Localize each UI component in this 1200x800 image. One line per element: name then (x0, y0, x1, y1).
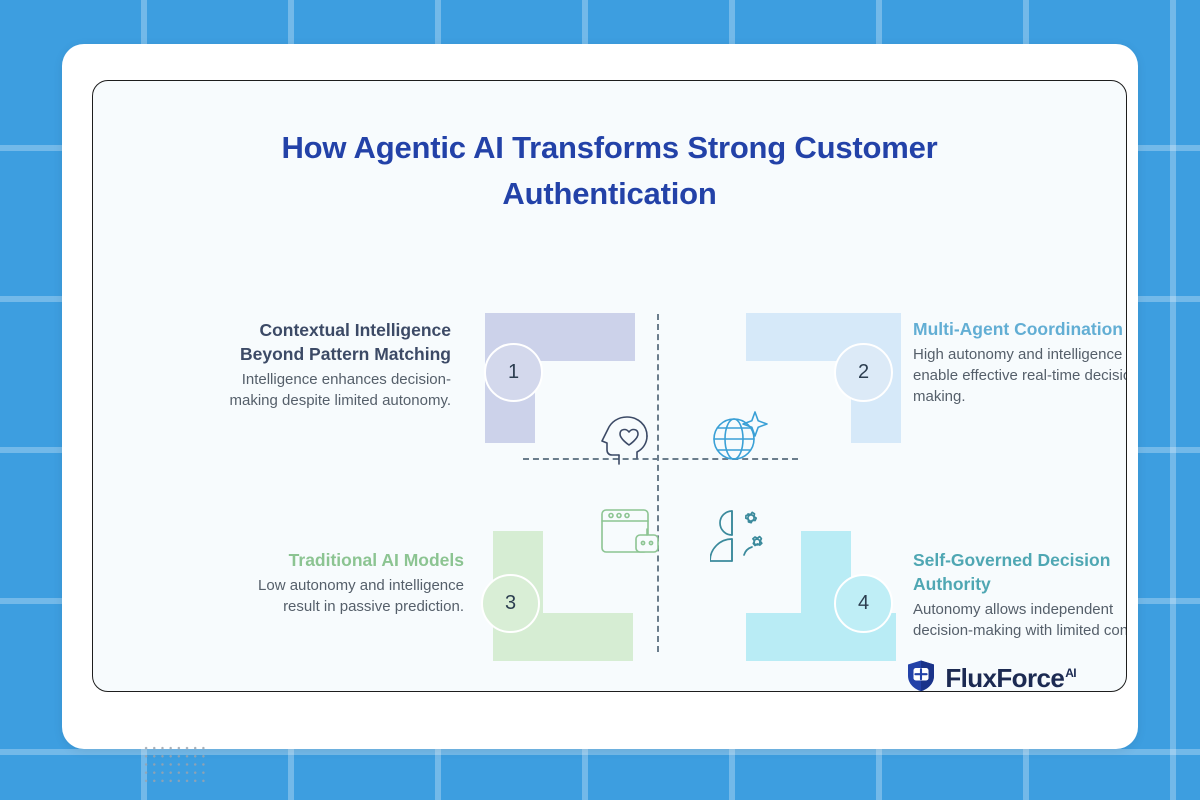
quadrant-3-text: Traditional AI Models Low autonomy and i… (224, 549, 464, 617)
quadrant-4-body: Autonomy allows independent decision-mak… (913, 600, 1126, 639)
globe-sparkle-icon (707, 404, 769, 471)
quadrant-1-heading: Contextual Intelligence Beyond Pattern M… (240, 320, 451, 364)
quadrant-2-heading: Multi-Agent Coordination (913, 319, 1123, 339)
quadrant-1-body: Intelligence enhances decision-making de… (229, 370, 452, 409)
quadrant-3-body: Low autonomy and intelligence result in … (258, 576, 464, 616)
vertical-axis-divider (657, 314, 659, 652)
infographic-card: How Agentic AI Transforms Strong Custome… (62, 44, 1138, 786)
head-with-heart-icon (599, 406, 663, 471)
quadrant-1-number-badge: 1 (484, 343, 543, 402)
quadrant-1-text: Contextual Intelligence Beyond Pattern M… (211, 319, 452, 411)
quadrant-4-number-badge: 4 (834, 574, 893, 633)
quadrant-4-heading: Self-Governed Decision Authority (913, 550, 1111, 594)
logo-wordmark: FluxForceAI (945, 663, 1076, 694)
person-gears-icon (709, 505, 772, 570)
quadrant-3-number-badge: 3 (481, 574, 540, 633)
quadrant-2-body: High autonomy and intelligence enable ef… (913, 345, 1127, 406)
brand-logo: FluxForceAI (906, 659, 1077, 697)
quadrant-2-text: Multi-Agent Coordination High autonomy a… (913, 318, 1127, 408)
browser-chatbot-icon (599, 506, 665, 569)
quadrant-4-text: Self-Governed Decision Authority Autonom… (913, 549, 1126, 641)
horizontal-axis-divider (523, 458, 798, 460)
logo-name: FluxForce (945, 662, 1065, 693)
quadrant-2-number-badge: 2 (834, 343, 893, 402)
quadrant-3-heading: Traditional AI Models (288, 550, 464, 570)
quadrant-diagram: 1 2 3 4 (93, 81, 1126, 691)
page-title: How Agentic AI Transforms Strong Custome… (281, 130, 938, 211)
infographic-panel: How Agentic AI Transforms Strong Custome… (92, 80, 1127, 692)
dot-grid-decoration (142, 744, 210, 786)
shield-cross-icon (906, 659, 936, 697)
logo-superscript: AI (1065, 665, 1076, 680)
